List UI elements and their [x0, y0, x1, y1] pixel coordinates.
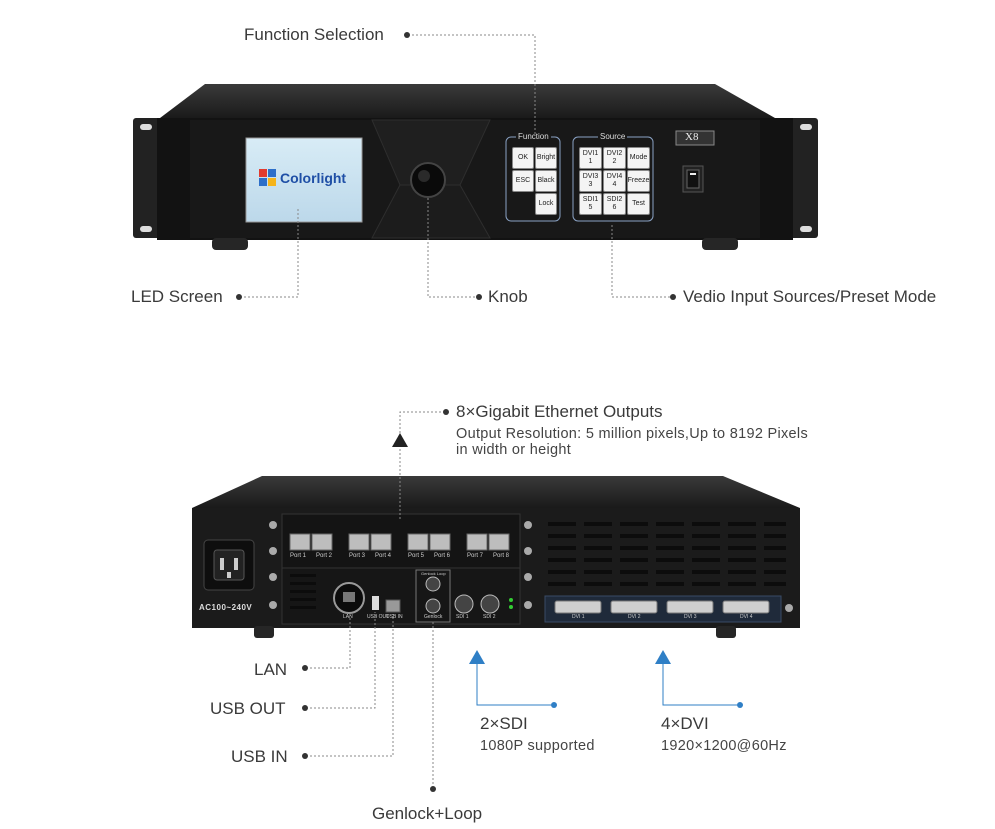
function-group-title: Function [516, 132, 551, 141]
callout-dot-blue [551, 702, 557, 708]
knob-label: Knob [488, 287, 528, 306]
genlock-loop-label: Genlock+Loop [372, 804, 483, 823]
dvi4-key[interactable]: DVI4 4 [603, 170, 626, 192]
usb-out-label: USB OUT [210, 699, 286, 718]
callout-dot [236, 294, 242, 300]
port-label: Port 4 [375, 553, 392, 559]
lan-small-label: LAN [343, 614, 353, 620]
callout-dot [302, 753, 308, 759]
lock-key[interactable]: Lock [535, 193, 557, 215]
genlock-loop-small-label: Genlock Loop [421, 571, 446, 576]
bright-key[interactable]: Bright [535, 147, 557, 169]
model-badge: X8 [685, 131, 699, 143]
dvi-small-label: DVI 2 [628, 614, 641, 620]
brand-logo: Colorlight [259, 169, 346, 187]
callout-dot-blue [737, 702, 743, 708]
source-group-title: Source [598, 132, 628, 141]
port-label: Port 3 [349, 553, 366, 559]
brand-name: Colorlight [280, 170, 347, 186]
callout-dot [443, 409, 449, 415]
sdi2-key[interactable]: SDI2 6 [603, 193, 626, 215]
dvi-small-label: DVI 1 [572, 614, 585, 620]
dvi-title: 4×DVI [661, 714, 709, 733]
usb-out-small-label: USB OUT [367, 614, 390, 620]
sdi-title: 2×SDI [480, 714, 528, 733]
port-label: Port 7 [467, 553, 484, 559]
port-label: Port 1 [290, 553, 307, 559]
ethernet-outputs-desc-line2: in width or height [456, 442, 572, 458]
ok-key[interactable]: OK [512, 147, 534, 169]
callout-dot [476, 294, 482, 300]
video-sources-label: Vedio Input Sources/Preset Mode [683, 287, 937, 306]
usb-in-small-label: USB IN [386, 614, 403, 620]
lan-label: LAN [254, 660, 288, 679]
callout-dot [302, 705, 308, 711]
genlock-small-label: Genlock [424, 614, 443, 620]
ethernet-outputs-desc-line1: Output Resolution: 5 million pixels,Up t… [456, 426, 808, 442]
mode-key[interactable]: Mode [627, 147, 650, 169]
port-label: Port 5 [408, 553, 425, 559]
colorlight-logo-icon [259, 169, 276, 186]
dvi-desc: 1920×1200@60Hz [661, 738, 787, 754]
dvi2-key[interactable]: DVI2 2 [603, 147, 626, 169]
dvi1-key[interactable]: DVI1 1 [579, 147, 602, 169]
callout-dot [302, 665, 308, 671]
dvi-small-label: DVI 4 [740, 614, 753, 620]
esc-key[interactable]: ESC [512, 170, 534, 192]
callout-dot [404, 32, 410, 38]
usb-in-label: USB IN [231, 747, 288, 766]
freeze-key[interactable]: Freeze [627, 170, 650, 192]
port-label: Port 8 [493, 553, 510, 559]
sdi-small-label: SDI 1 [456, 614, 469, 620]
port-label: Port 2 [316, 553, 333, 559]
ethernet-outputs-title: 8×Gigabit Ethernet Outputs [456, 402, 663, 421]
dvi3-key[interactable]: DVI3 3 [579, 170, 602, 192]
led-screen-label: LED Screen [131, 287, 223, 306]
test-key[interactable]: Test [627, 193, 650, 215]
black-key[interactable]: Black [535, 170, 557, 192]
sdi-small-label: SDI 2 [483, 614, 496, 620]
sdi1-key[interactable]: SDI1 5 [579, 193, 602, 215]
dvi-small-label: DVI 3 [684, 614, 697, 620]
sdi-desc: 1080P supported [480, 738, 595, 754]
callout-dot [670, 294, 676, 300]
callout-dot [430, 786, 436, 792]
port-label: Port 6 [434, 553, 451, 559]
function-selection-label: Function Selection [244, 25, 384, 44]
power-label: AC100~240V [199, 603, 253, 612]
